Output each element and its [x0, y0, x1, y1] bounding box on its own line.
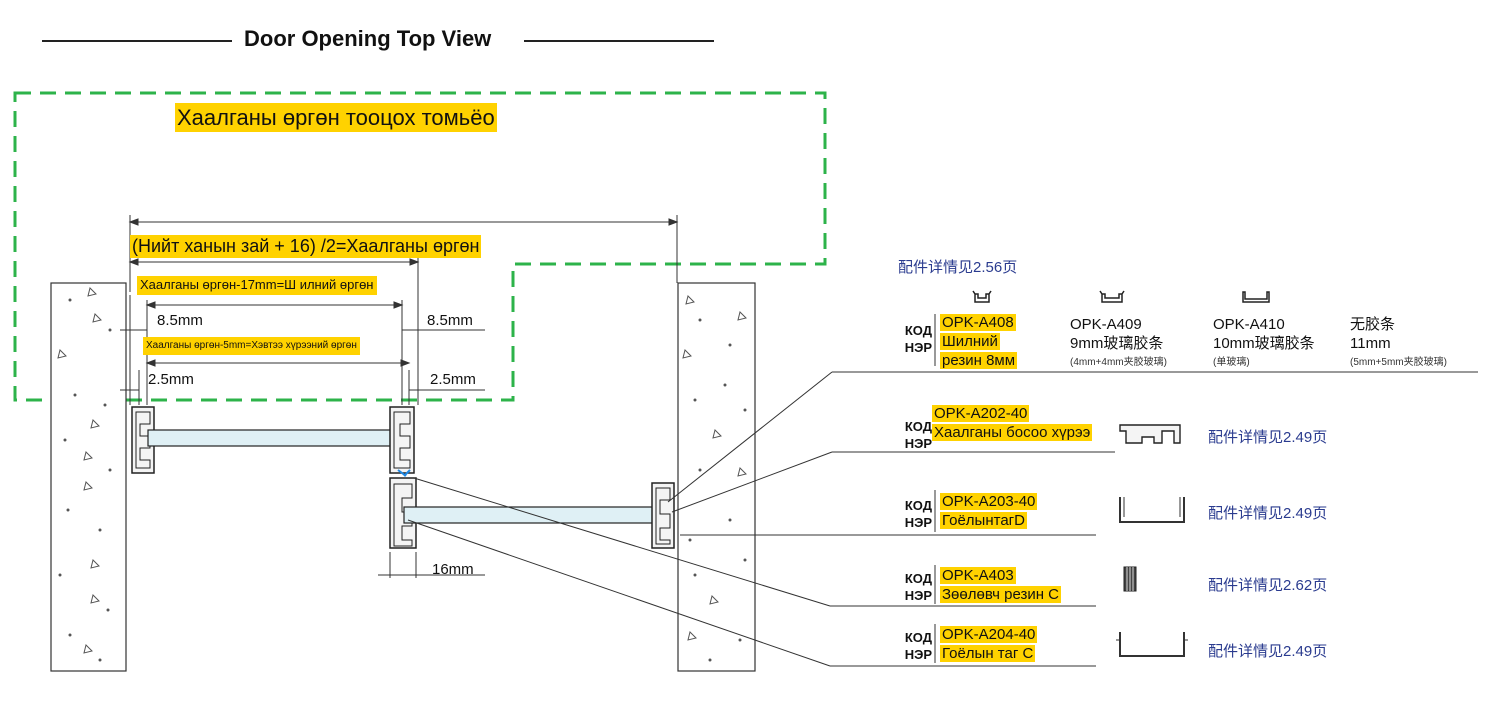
ner-label: НЭР [904, 340, 932, 355]
kod-label: КОД [904, 498, 932, 513]
part-ref: 配件详情见2.49页 [1208, 643, 1328, 660]
ner-label: НЭР [904, 436, 932, 451]
dim-left-2-5: 2.5mm [148, 371, 194, 388]
door-width-formula: (Нийт ханын зай + 16) /2=Хаалганы өргөн [130, 235, 482, 258]
option-a409-desc: 9mm玻璃胶条 [1070, 335, 1164, 352]
part-ref: 配件详情见2.49页 [1208, 429, 1328, 446]
ner-label: НЭР [904, 588, 932, 603]
frame-profile-icon [1119, 424, 1181, 444]
part-a403: OPK-A403 Зөөлөвч резин С [940, 566, 1062, 604]
concrete-texture [57, 287, 747, 662]
part-code: OPK-A204-40 [940, 626, 1038, 644]
ner-label: НЭР [904, 647, 932, 662]
option-none: 无胶条 11mm (5mm+5mm夹胶玻璃) [1350, 315, 1447, 372]
part-ref: 配件详情见2.49页 [1208, 505, 1328, 522]
ner-label: НЭР [904, 515, 932, 530]
part-code: OPK-A403 [940, 567, 1016, 585]
part-code: OPK-A203-40 [940, 493, 1038, 511]
right-wall [677, 282, 756, 672]
gasket-icons [972, 290, 1270, 303]
cover-d-profile-icon [1119, 497, 1185, 523]
brush-seal-icon [1123, 566, 1137, 592]
part-ref: 配件详情见2.62页 [1208, 577, 1328, 594]
left-wall [50, 282, 127, 672]
option-a410-desc: 10mm玻璃胶条 [1213, 335, 1315, 352]
overall-dimension [128, 215, 679, 292]
part-name: Гоёлын таг С [940, 645, 1036, 663]
kod-label: КОД [904, 419, 932, 434]
option-a408-code: OPK-A408 [940, 314, 1016, 332]
option-a408-name1: Шилний [940, 333, 1000, 351]
title-rule-right [524, 40, 714, 42]
part-a203: OPK-A203-40 ГоёлынтагD [940, 492, 1038, 530]
row2-labels: КОД НЭР [898, 497, 932, 531]
option-a408: OPK-A408 Шилний резин 8мм [940, 313, 1018, 370]
accessory-ref-top: 配件详情见2.56页 [898, 259, 1018, 276]
part-a202: OPK-A202-40 Хаалганы босоо хүрээ [932, 404, 1093, 442]
row3-labels: КОД НЭР [898, 570, 932, 604]
row1-labels: КОД НЭР [898, 418, 932, 452]
dim-gap-16: 16mm [432, 561, 474, 578]
glass-rubber-formula: Хаалганы өргөн-17mm=Ш илний өргөн [137, 276, 377, 295]
option-a409-code: OPK-A409 [1070, 316, 1142, 333]
row4-labels: КОД НЭР [898, 629, 932, 663]
right-door-leaf [389, 477, 675, 549]
option-a408-name2: резин 8мм [940, 352, 1018, 370]
part-name: ГоёлынтагD [940, 512, 1027, 530]
leader-lines [407, 371, 1478, 667]
option-a409-note: (4mm+4mm夹胶玻璃) [1070, 357, 1167, 368]
kod-label: КОД [904, 630, 932, 645]
option-none-note: (5mm+5mm夹胶玻璃) [1350, 357, 1447, 368]
inner-dimension-lines [120, 295, 485, 405]
option-a410-note: (单玻璃) [1213, 357, 1250, 368]
part-name: Зөөлөвч резин С [940, 586, 1062, 604]
opening-zone-outline [13, 91, 827, 402]
kod-label: КОД [904, 323, 932, 338]
option-a409: OPK-A409 9mm玻璃胶条 (4mm+4mm夹胶玻璃) [1070, 315, 1167, 372]
option-a410: OPK-A410 10mm玻璃胶条 (单玻璃) [1213, 315, 1315, 372]
dim-right-8-5: 8.5mm [427, 312, 473, 329]
title-rule-left [42, 40, 232, 42]
swing-formula-heading: Хаалганы өргөн тооцох томьёо [175, 103, 497, 133]
part-name: Хаалганы босоо хүрээ [932, 424, 1093, 442]
page-title: Door Opening Top View [244, 26, 492, 51]
option-a410-code: OPK-A410 [1213, 316, 1285, 333]
cover-c-profile-icon [1116, 632, 1188, 657]
part-a204: OPK-A204-40 Гоёлын таг С [940, 625, 1038, 663]
dim-right-2-5: 2.5mm [430, 371, 476, 388]
option-none-code: 无胶条 [1350, 316, 1396, 333]
row0-labels: КОД НЭР [898, 322, 932, 356]
left-door-leaf [131, 406, 415, 477]
part-code: OPK-A202-40 [932, 405, 1030, 423]
horizontal-frame-formula: Хаалганы өргөн-5mm=Хэвтээ хүрээний өргөн [143, 337, 360, 355]
option-none-desc: 11mm [1350, 335, 1391, 352]
gap-dimension [378, 552, 485, 578]
dim-left-8-5: 8.5mm [157, 312, 203, 329]
kod-label: КОД [904, 571, 932, 586]
